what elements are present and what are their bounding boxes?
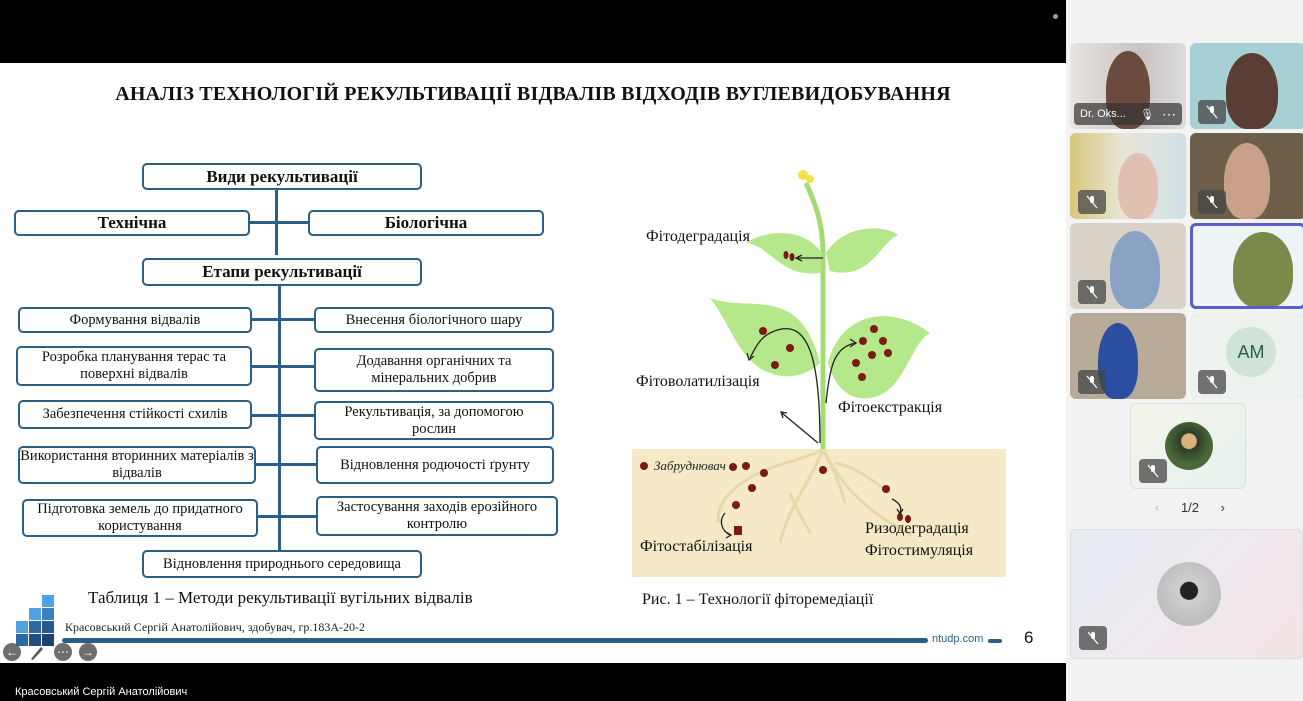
diagram-type-biological: Біологічна [308,210,544,236]
more-icon: ⋯ [57,645,69,659]
mic-muted-icon [1078,190,1106,214]
participant-name-pill: Dr. Oks... 🎙 ⋯ [1074,103,1182,125]
slide-page-number: 6 [1024,628,1034,647]
mic-muted-icon [1198,190,1226,214]
participant-tile[interactable]: Dr. Oks... 🎙 ⋯ [1070,43,1186,129]
diagram-stages-header: Етапи рекультивації [142,258,422,286]
pollutant-legend: Забруднювач [640,458,726,474]
diagram-types-header: Види рекультивації [142,163,422,190]
previous-slide-button[interactable]: ← [3,643,21,661]
diagram-bottom-item: Відновлення природнього середовища [142,550,422,578]
university-logo [16,595,54,646]
mic-muted-icon [1078,370,1106,394]
arrow-left-icon: ← [6,645,18,659]
pollutant-dots [729,251,911,535]
plant-flower [806,175,814,183]
participant-tile-active-speaker[interactable] [1190,223,1303,309]
participant-tile[interactable] [1190,133,1303,219]
label-rhizodegradation: Ризодеградація [865,520,969,537]
diagram-connector [278,285,281,565]
participant-video [1224,143,1270,219]
diagram-connector [252,414,314,417]
footer-line [62,638,928,643]
plant-flower [798,170,808,180]
more-options-button[interactable]: ⋯ [54,643,72,661]
diagram-right-item: Рекультивація, за допомогою рослин [314,401,554,440]
plant-leaf [826,228,898,273]
slide-title: АНАЛІЗ ТЕХНОЛОГІЙ РЕКУЛЬТИВАЦІЇ ВІДВАЛІВ… [115,83,951,105]
diagram-right-item: Відновлення родючості ґрунту [316,446,554,484]
mic-muted-icon [1198,100,1226,124]
diagram-right-item: Внесення біологічного шару [314,307,554,333]
participant-tile[interactable] [1130,403,1246,489]
diagram-left-item: Формування відвалів [18,307,252,333]
arrow-right-icon: → [82,645,94,659]
diagram-left-item: Розробка планування терас та поверхні ві… [16,346,252,386]
site-url: ntudp.com [932,633,984,645]
label-phytoextraction: Фітоекстракція [838,399,943,416]
phytoremediation-figure [632,170,1006,577]
presenter-name: Красовський Сергій Анатолійович [15,686,188,698]
pager-label: 1/2 [1180,500,1200,515]
author-line: Красовський Сергій Анатолійович, здобува… [65,620,366,634]
pen-tool-button[interactable] [28,643,46,661]
plant-leaf [710,298,820,377]
stage-indicator-dot [1053,14,1058,19]
pager-next-button[interactable]: › [1220,500,1225,515]
participant-video [1226,53,1278,129]
diagram-connector [256,463,316,466]
participant-avatar-initials: AM [1226,327,1276,377]
label-phytovolatilization: Фітоволатилізація [636,373,760,390]
diagram-left-item: Забезпечення стійкості схилів [18,400,252,429]
diagram-right-item: Застосування заходів ерозійного контролю [316,496,558,536]
label-phytostabilization: Фітостабілізація [640,538,753,555]
plant-stem [803,181,826,449]
participant-tile[interactable] [1070,313,1186,399]
soil-area [632,449,1006,577]
plant-roots [716,447,913,544]
diagram-connector [250,221,308,224]
table-caption: Таблиця 1 – Методи рекультивації вугільн… [88,588,473,607]
pager-previous-button[interactable]: ‹ [1155,500,1160,515]
diagram-left-item: Підготовка земель до придатного користув… [22,499,258,537]
self-view-avatar [1157,562,1221,626]
pollutant-legend-dot [640,462,648,470]
next-slide-button[interactable]: → [79,643,97,661]
presentation-slide: АНАЛІЗ ТЕХНОЛОГІЙ РЕКУЛЬТИВАЦІЇ ВІДВАЛІВ… [0,63,1066,663]
mic-muted-icon [1198,370,1226,394]
plant-leaf [828,316,930,399]
shared-screen-stage: АНАЛІЗ ТЕХНОЛОГІЙ РЕКУЛЬТИВАЦІЇ ВІДВАЛІВ… [0,0,1066,701]
participant-tile[interactable] [1190,43,1303,129]
diagram-left-item: Використання вторинних матеріалів з відв… [18,446,256,484]
diagram-connector [252,318,314,321]
mic-muted-icon [1079,626,1107,650]
mic-muted-icon [1139,459,1167,483]
diagram-type-technical: Технічна [14,210,250,236]
participant-video [1110,231,1160,309]
diagram-right-item: Додавання органічних та мінеральних добр… [314,348,554,392]
self-view-tile[interactable] [1070,529,1303,659]
gallery-pager: ‹ 1/2 › [1155,500,1225,515]
mic-muted-icon: 🎙 [1140,108,1154,121]
participant-video [1233,232,1293,306]
label-phytodegradation: Фітодеградація [646,228,750,245]
pen-icon [31,647,43,660]
participant-avatar [1165,422,1213,470]
more-options-icon[interactable]: ⋯ [1162,105,1176,122]
pollutant-legend-label: Забруднювач [654,458,726,473]
label-phytostimulation: Фітостимуляція [865,542,974,559]
participant-tile[interactable] [1070,133,1186,219]
figure-caption: Рис. 1 – Технології фіторемедіації [642,591,874,608]
diagram-connector [252,365,314,368]
participant-name: Dr. Oks... [1080,108,1126,120]
process-arrows [720,254,904,539]
participant-tile[interactable] [1070,223,1186,309]
diagram-connector [256,515,318,518]
footer-dash [988,639,1002,643]
mic-muted-icon [1078,280,1106,304]
participant-tile[interactable]: AM [1190,313,1303,399]
participant-video [1118,153,1158,219]
